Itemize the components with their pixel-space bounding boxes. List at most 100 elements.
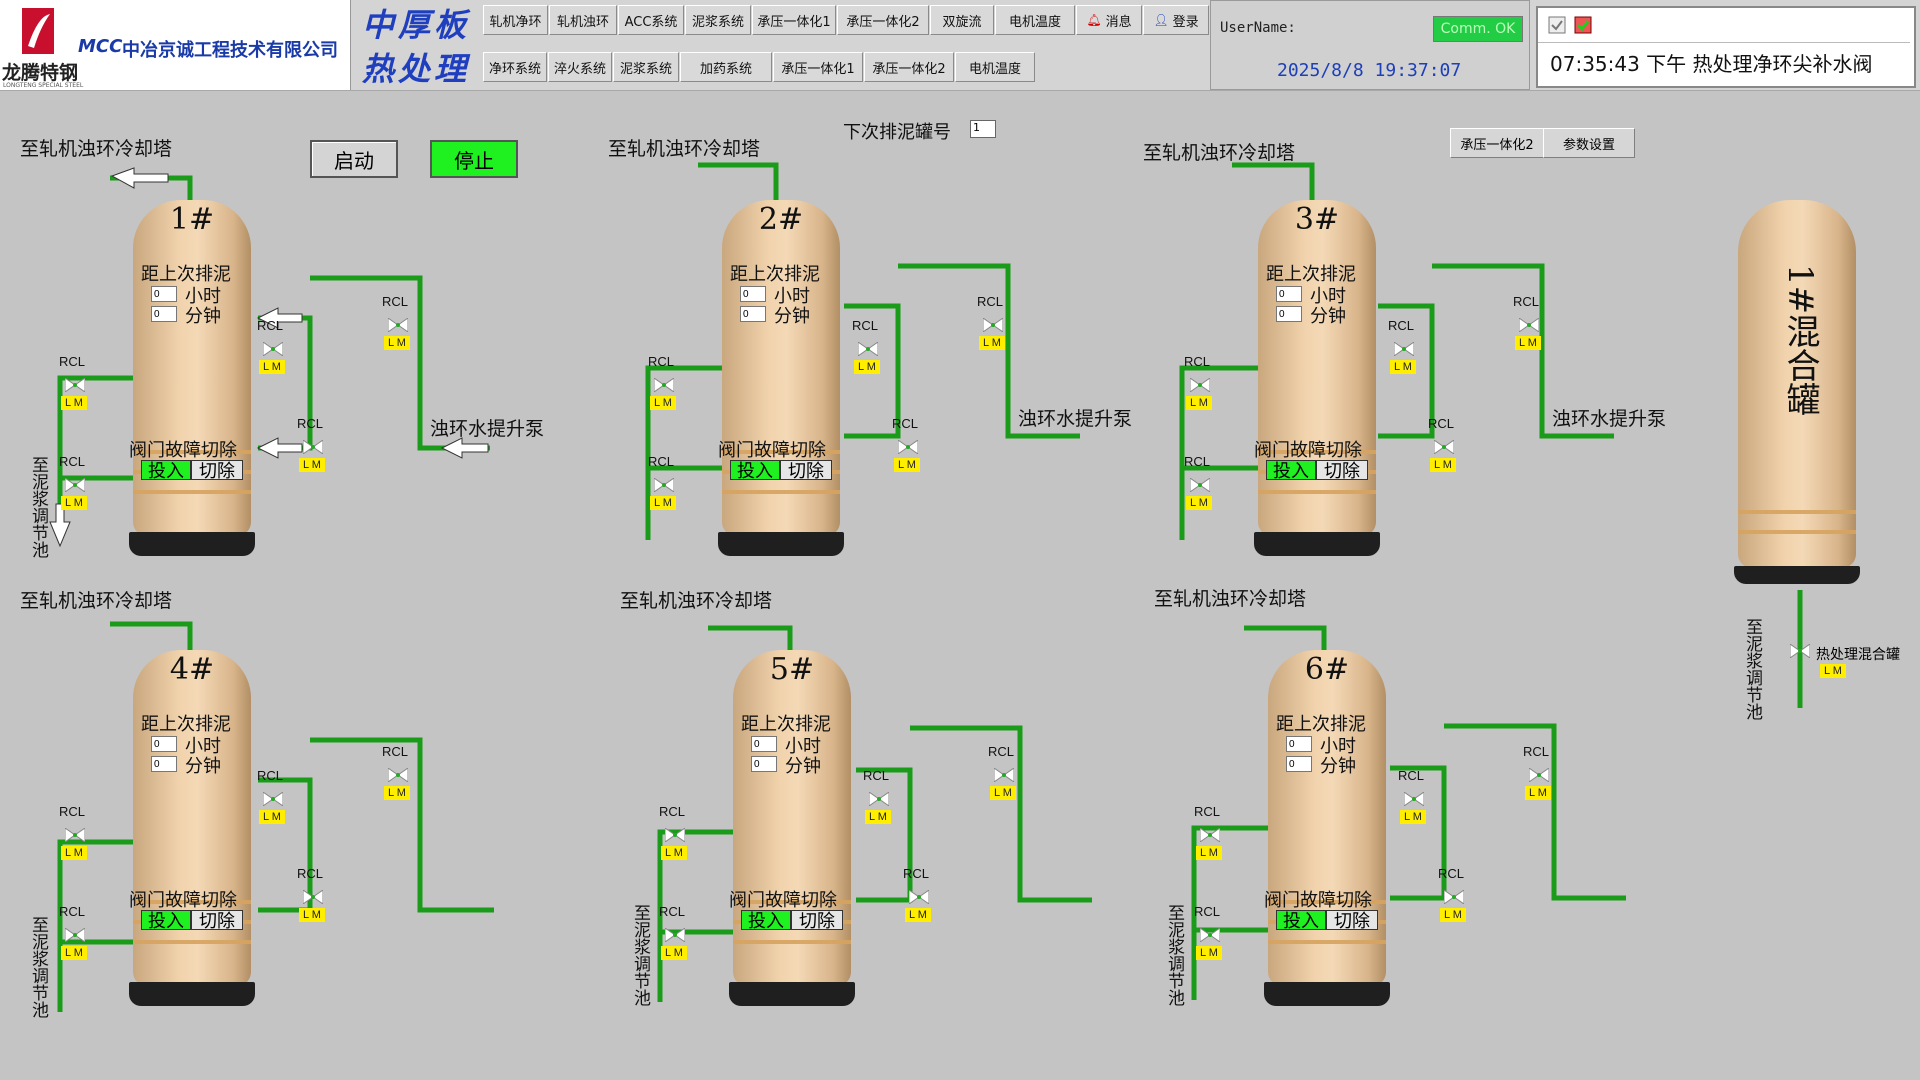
mixing-tank: 1#混合罐 bbox=[1734, 200, 1860, 584]
disable-button[interactable]: 切除 bbox=[1316, 460, 1368, 482]
pressure-unit-2-button[interactable]: 承压一体化2 bbox=[1450, 128, 1544, 158]
minutes-value[interactable]: 0 bbox=[751, 756, 777, 772]
parameter-settings-button[interactable]: 参数设置 bbox=[1543, 128, 1635, 158]
valve-icon[interactable] bbox=[654, 378, 674, 392]
valve-icon[interactable] bbox=[65, 478, 85, 492]
enable-button[interactable]: 投入 bbox=[141, 460, 191, 482]
valve-icon[interactable] bbox=[1190, 478, 1210, 492]
enable-button[interactable]: 投入 bbox=[730, 460, 780, 482]
minutes-value[interactable]: 0 bbox=[151, 306, 177, 322]
valve-icon[interactable] bbox=[665, 828, 685, 842]
minutes-value[interactable]: 0 bbox=[740, 306, 766, 322]
valve-icon[interactable] bbox=[909, 890, 929, 904]
bell-icon: 🔔︎ bbox=[1086, 13, 1102, 27]
mcc-logo: MCC bbox=[78, 36, 123, 57]
nav-motor-temp[interactable]: 电机温度 bbox=[995, 5, 1075, 35]
start-button[interactable]: 启动 bbox=[310, 140, 398, 178]
disable-button[interactable]: 切除 bbox=[791, 910, 843, 932]
tank-band bbox=[722, 450, 840, 454]
valve-icon[interactable] bbox=[983, 318, 1003, 332]
hours-value[interactable]: 0 bbox=[151, 736, 177, 752]
valve-icon[interactable] bbox=[65, 928, 85, 942]
tower-label-6: 至轧机浊环冷却塔 bbox=[1154, 588, 1307, 610]
nav-pressure-unit-1[interactable]: 承压一体化1 bbox=[752, 5, 836, 35]
nav-login[interactable]: 👤︎登录 bbox=[1143, 5, 1209, 35]
valve-icon[interactable] bbox=[303, 890, 323, 904]
nav-mud-system-2[interactable]: 泥浆系统 bbox=[613, 52, 679, 82]
enable-button[interactable]: 投入 bbox=[141, 910, 191, 932]
nav-pressure-unit-1-b[interactable]: 承压一体化1 bbox=[773, 52, 863, 82]
minutes-value[interactable]: 0 bbox=[151, 756, 177, 772]
mud-pool-label-6: 至泥浆调节池 bbox=[1164, 904, 1184, 1006]
username-label: UserName: bbox=[1220, 20, 1296, 36]
nav-dosing-system[interactable]: 加药系统 bbox=[680, 52, 772, 82]
valve-icon[interactable] bbox=[1434, 440, 1454, 454]
hours-value[interactable]: 0 bbox=[751, 736, 777, 752]
lm-indicator: L M bbox=[979, 336, 1005, 350]
tank-base bbox=[718, 532, 844, 556]
nav-rolling-turbid-loop[interactable]: 轧机浊环 bbox=[549, 5, 617, 35]
valve-icon[interactable] bbox=[1200, 828, 1220, 842]
acknowledge-all-icon[interactable] bbox=[1574, 16, 1592, 34]
minutes-value[interactable]: 0 bbox=[1286, 756, 1312, 772]
enable-button[interactable]: 投入 bbox=[1276, 910, 1326, 932]
nav-motor-temp-b[interactable]: 电机温度 bbox=[955, 52, 1035, 82]
lm-indicator: L M bbox=[1525, 786, 1551, 800]
hours-value[interactable]: 0 bbox=[1286, 736, 1312, 752]
nav-messages[interactable]: 🔔︎消息 bbox=[1076, 5, 1142, 35]
alarm-panel[interactable]: 07:35:43 下午 热处理净环尖补水阀 bbox=[1536, 6, 1916, 88]
valve-mix-icon[interactable] bbox=[1790, 644, 1810, 658]
valve-icon[interactable] bbox=[65, 828, 85, 842]
nav-pressure-unit-2-b[interactable]: 承压一体化2 bbox=[864, 52, 954, 82]
hours-value[interactable]: 0 bbox=[151, 286, 177, 302]
valve-icon[interactable] bbox=[65, 378, 85, 392]
disable-button[interactable]: 切除 bbox=[1326, 910, 1378, 932]
valve-icon[interactable] bbox=[388, 768, 408, 782]
valve-icon[interactable] bbox=[303, 440, 323, 454]
valve-icon[interactable] bbox=[263, 342, 283, 356]
disable-button[interactable]: 切除 bbox=[191, 460, 243, 482]
rcl-label: RCL bbox=[988, 744, 1015, 759]
valve-icon[interactable] bbox=[388, 318, 408, 332]
valve-icon[interactable] bbox=[1519, 318, 1539, 332]
hours-value[interactable]: 0 bbox=[740, 286, 766, 302]
disable-button[interactable]: 切除 bbox=[191, 910, 243, 932]
valve-icon[interactable] bbox=[858, 342, 878, 356]
nav-clean-system[interactable]: 净环系统 bbox=[483, 52, 547, 82]
valve-icon[interactable] bbox=[898, 440, 918, 454]
nav-mud-system[interactable]: 泥浆系统 bbox=[685, 5, 751, 35]
valve-icon[interactable] bbox=[1190, 378, 1210, 392]
stop-button[interactable]: 停止 bbox=[430, 140, 518, 178]
nav-acc-system[interactable]: ACC系统 bbox=[618, 5, 684, 35]
tank-base bbox=[129, 982, 255, 1006]
valve-icon[interactable] bbox=[1444, 890, 1464, 904]
next-tank-input[interactable]: 1 bbox=[970, 120, 996, 138]
nav-rolling-clean-loop[interactable]: 轧机净环 bbox=[483, 5, 548, 35]
valve-icon[interactable] bbox=[1404, 792, 1424, 806]
arrow-into-tank-1 bbox=[256, 307, 303, 329]
hours-value[interactable]: 0 bbox=[1276, 286, 1302, 302]
nav-login-label: 登录 bbox=[1172, 14, 1199, 30]
enable-button[interactable]: 投入 bbox=[1266, 460, 1316, 482]
lm-indicator: L M bbox=[905, 908, 931, 922]
valve-icon[interactable] bbox=[1200, 928, 1220, 942]
nav-pressure-unit-2[interactable]: 承压一体化2 bbox=[837, 5, 929, 35]
valve-icon[interactable] bbox=[994, 768, 1014, 782]
valve-icon[interactable] bbox=[665, 928, 685, 942]
minutes-value[interactable]: 0 bbox=[1276, 306, 1302, 322]
valve-icon[interactable] bbox=[869, 792, 889, 806]
enable-button[interactable]: 投入 bbox=[741, 910, 791, 932]
lm-indicator: L M bbox=[894, 458, 920, 472]
lm-indicator: L M bbox=[854, 360, 880, 374]
nav-quench-system[interactable]: 淬火系统 bbox=[548, 52, 612, 82]
mixing-tank-body bbox=[1738, 200, 1856, 568]
valve-icon[interactable] bbox=[263, 792, 283, 806]
valve-icon[interactable] bbox=[654, 478, 674, 492]
valve-icon[interactable] bbox=[1529, 768, 1549, 782]
tank-body bbox=[722, 200, 840, 536]
disable-button[interactable]: 切除 bbox=[780, 460, 832, 482]
acknowledge-icon[interactable] bbox=[1548, 16, 1566, 34]
nav-double-cyclone[interactable]: 双旋流 bbox=[930, 5, 994, 35]
valve-icon[interactable] bbox=[1394, 342, 1414, 356]
